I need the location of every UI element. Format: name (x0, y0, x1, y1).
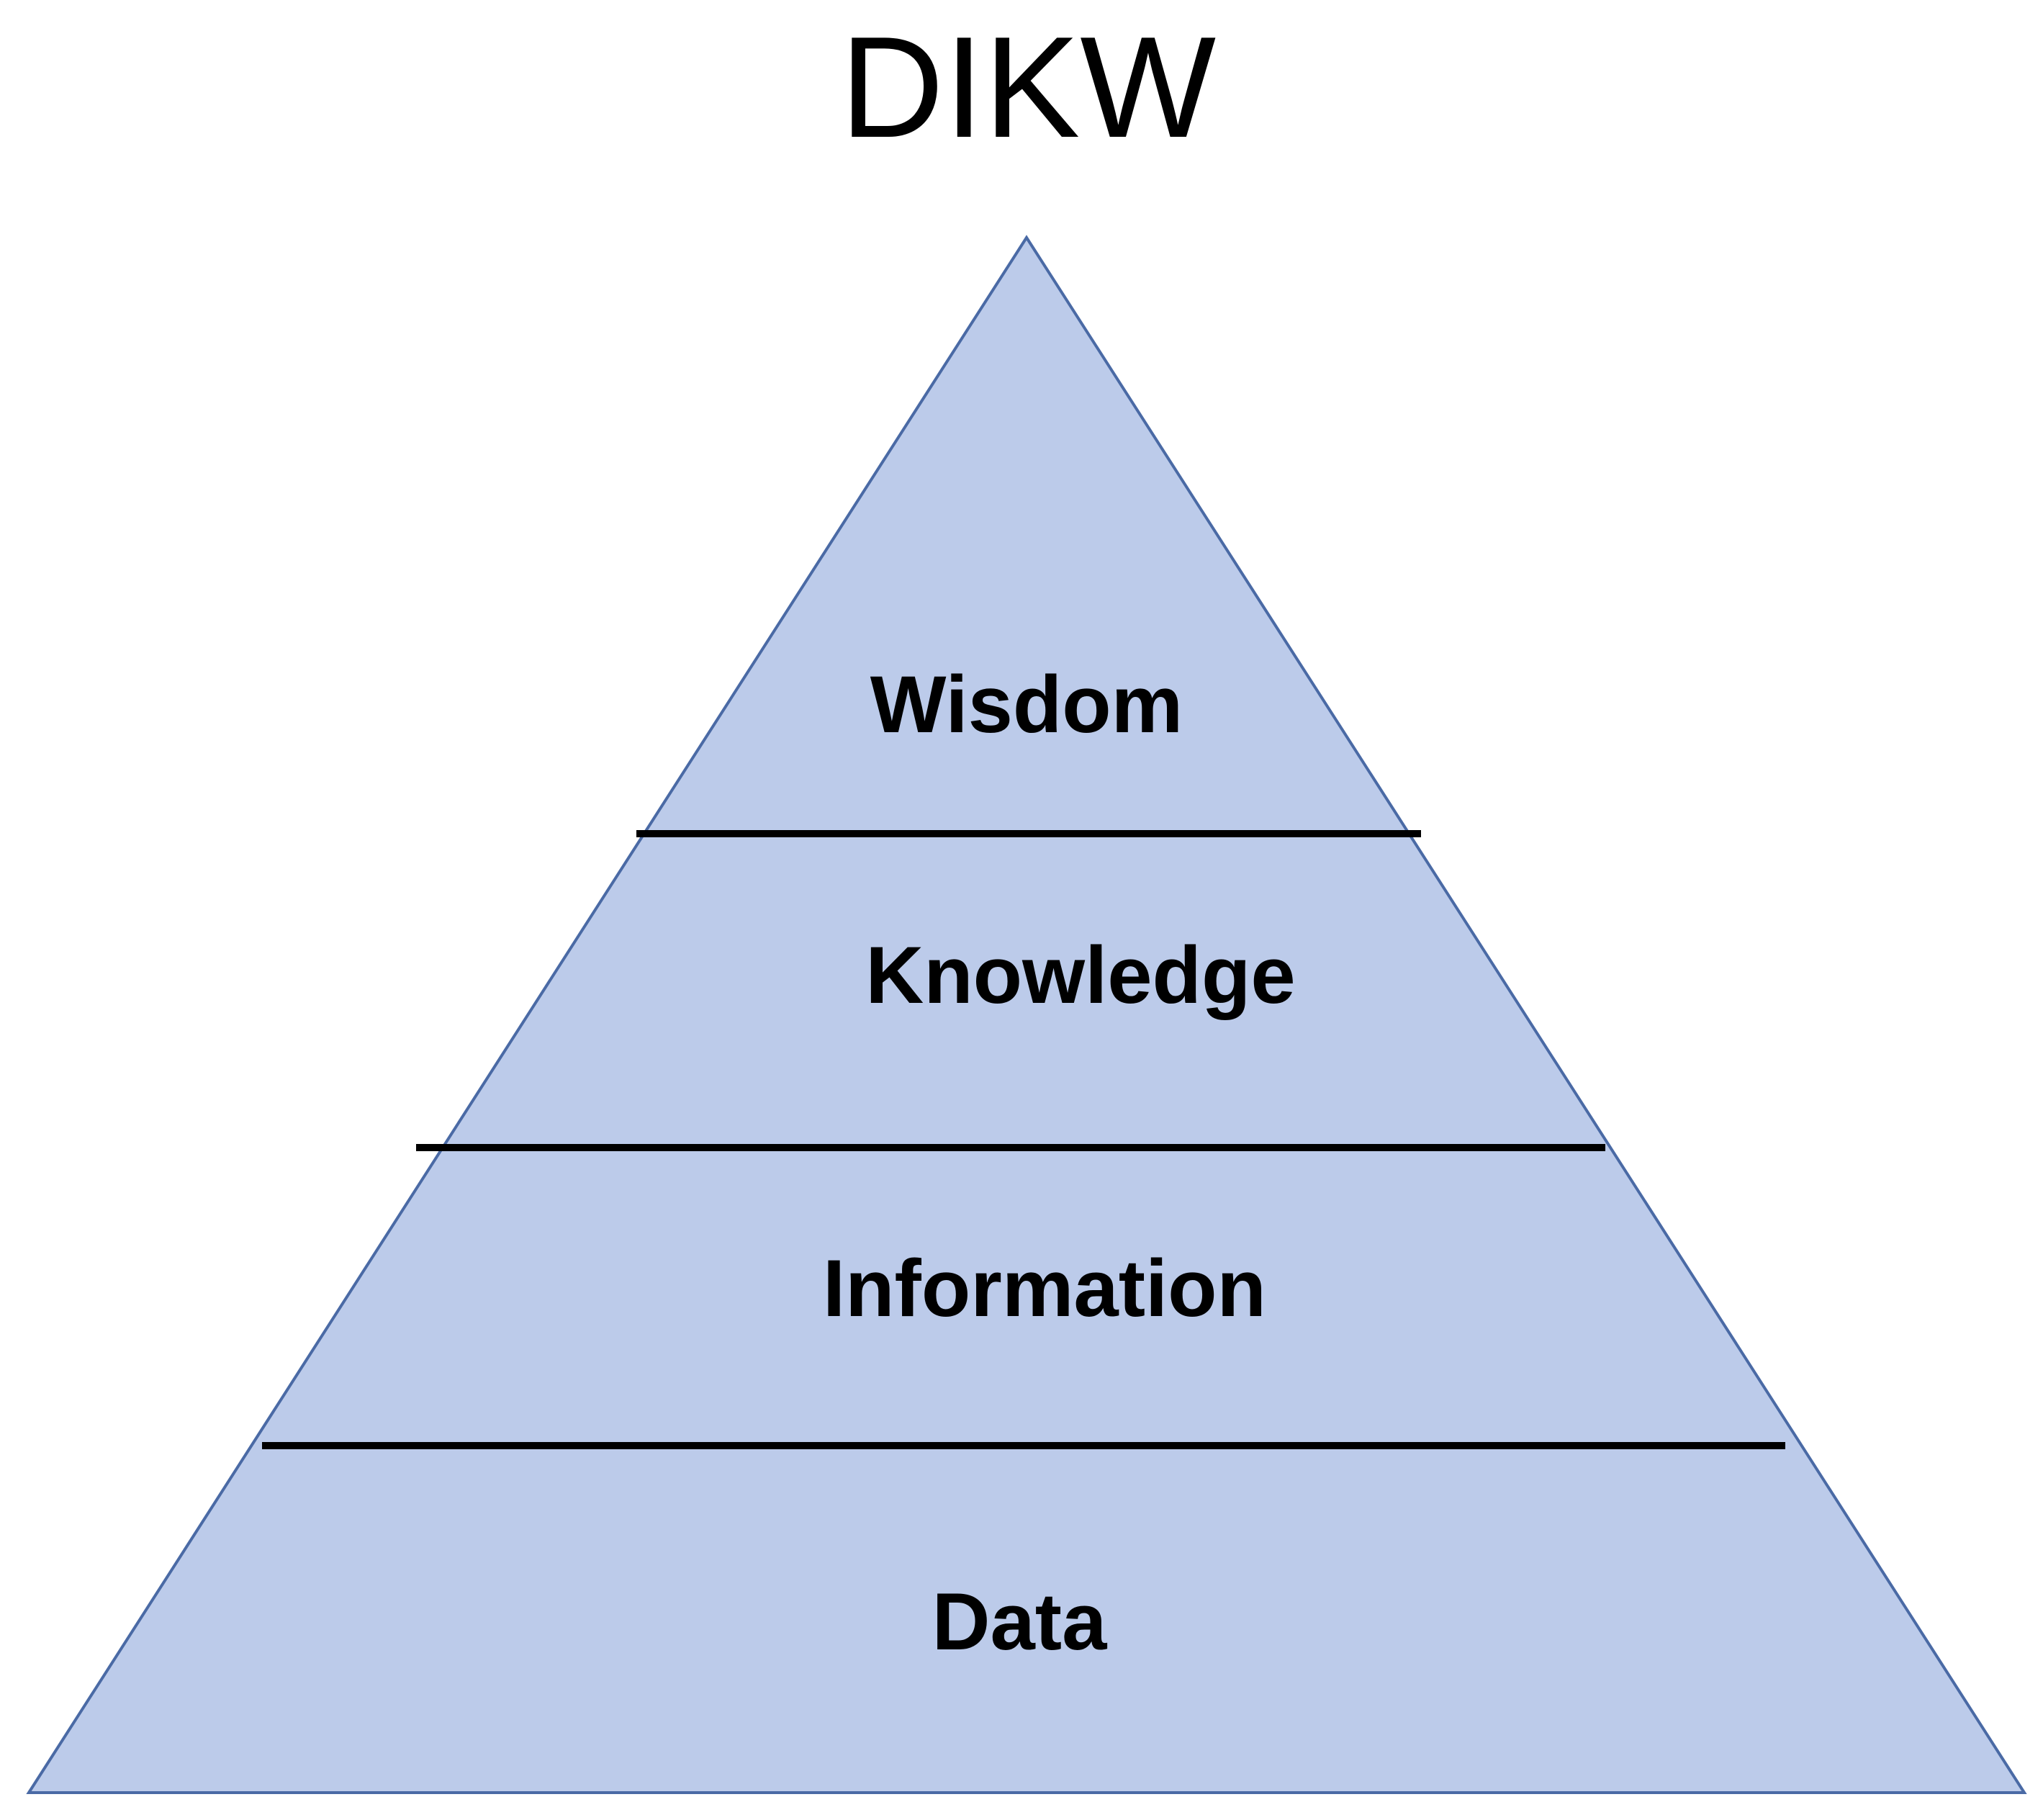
pyramid-shape (26, 235, 2027, 1794)
layer-label-knowledge: Knowledge (865, 930, 1295, 1020)
layer-label-wisdom: Wisdom (870, 659, 1183, 749)
diagram-title: DIKW (840, 7, 1216, 168)
layer-label-information: Information (823, 1243, 1266, 1333)
layer-label-data: Data (932, 1577, 1107, 1667)
